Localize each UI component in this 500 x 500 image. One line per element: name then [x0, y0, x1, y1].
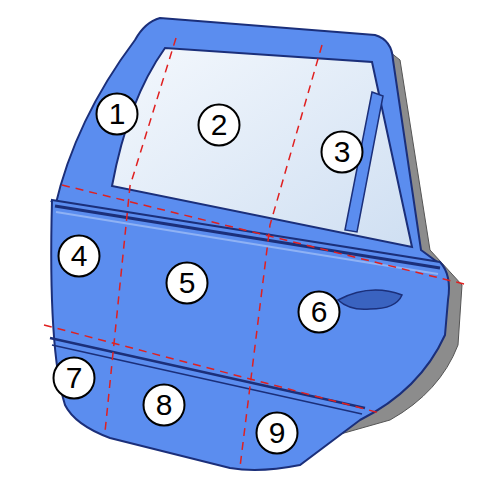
zone-divider [240, 45, 322, 467]
callout-circle: 3 [320, 130, 364, 174]
circle-shape [199, 105, 240, 146]
callout-circle: 7 [52, 356, 96, 400]
circle-shape [97, 94, 138, 135]
circle-shape [54, 358, 95, 399]
door-handle [338, 290, 402, 309]
callout-circle: 8 [142, 383, 186, 427]
callout-number: 8 [156, 390, 173, 420]
callout-number: 9 [269, 418, 286, 448]
callout-circle: 9 [255, 411, 299, 455]
callout-number: 2 [211, 110, 228, 140]
belt-line [55, 206, 440, 268]
circle-shape [322, 132, 363, 173]
callout-number: 3 [334, 137, 351, 167]
molding-highlight [52, 345, 362, 414]
zone-divider [44, 325, 380, 413]
circle-shape [167, 263, 208, 304]
zone-divider [62, 185, 468, 285]
lower-molding [50, 338, 365, 408]
callout-circle: 4 [57, 234, 101, 278]
callout-number: 1 [109, 99, 126, 129]
callout-circle: 1 [95, 92, 139, 136]
callout-number: 6 [311, 297, 328, 327]
callout-circle: 6 [297, 290, 341, 334]
callout-circle: 2 [197, 103, 241, 147]
callout-number: 5 [179, 268, 196, 298]
callout-number: 7 [66, 363, 83, 393]
callout-circle: 5 [165, 261, 209, 305]
belt-highlight [56, 212, 438, 274]
circle-shape [59, 236, 100, 277]
window-glass [112, 48, 412, 247]
zone-dividers [44, 38, 468, 467]
circle-shape [257, 413, 298, 454]
circle-shape [299, 292, 340, 333]
callout-number: 4 [71, 241, 88, 271]
circle-shape [144, 385, 185, 426]
